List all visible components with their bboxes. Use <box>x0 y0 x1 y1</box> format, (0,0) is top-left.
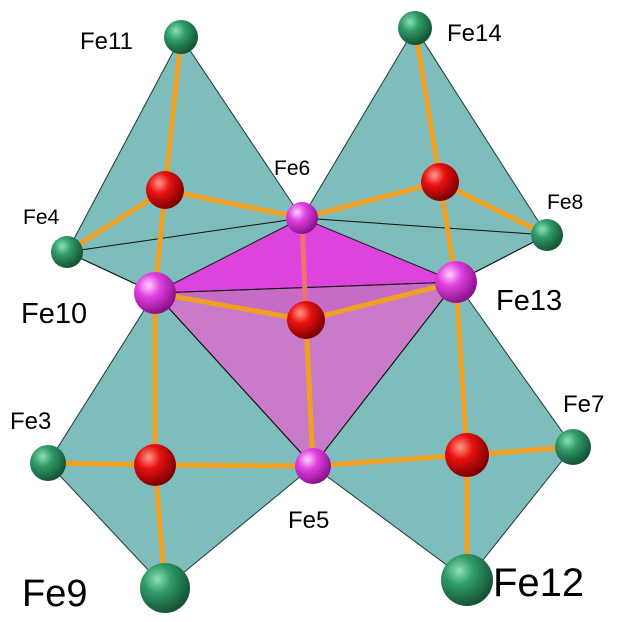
bond <box>453 279 470 458</box>
fe6-atom <box>286 202 318 234</box>
label-fe13: Fe13 <box>496 285 562 317</box>
bond <box>162 34 184 193</box>
bond <box>299 179 443 221</box>
bond <box>152 290 309 323</box>
oxygen-atom <box>146 171 184 209</box>
label-fe3: Fe3 <box>10 408 51 435</box>
bond <box>310 452 470 469</box>
oxygen-atom <box>287 301 325 339</box>
label-fe4: Fe4 <box>23 206 60 229</box>
oxygen-atom <box>445 433 489 477</box>
fe12-atom <box>441 554 493 606</box>
label-fe6: Fe6 <box>274 157 310 180</box>
bond <box>303 279 459 323</box>
label-fe9: Fe9 <box>22 573 87 615</box>
fe5-atom <box>295 448 331 484</box>
label-fe14: Fe14 <box>447 20 502 47</box>
bond <box>437 179 550 238</box>
magenta-iron-atoms <box>134 202 477 484</box>
bond <box>162 187 305 221</box>
bond <box>303 317 316 469</box>
fe8-atom <box>531 219 563 251</box>
fe11-atom <box>164 20 198 54</box>
bond <box>64 187 168 255</box>
edge <box>154 292 314 467</box>
bond <box>412 25 443 185</box>
fe7-atom <box>555 429 591 465</box>
label-fe8: Fe8 <box>547 191 583 214</box>
fe13-atom <box>435 261 477 303</box>
oxygen-atom <box>421 163 459 201</box>
tetrahedra <box>47 27 574 589</box>
oxygen-atoms <box>134 163 489 486</box>
fe10-atom <box>134 272 176 314</box>
green-iron-atoms <box>30 11 591 613</box>
label-fe12: Fe12 <box>493 561 584 605</box>
bond <box>152 462 316 469</box>
fe3-atom <box>30 445 66 481</box>
oxygen-atom <box>134 444 176 486</box>
edge <box>301 217 548 236</box>
label-fe11: Fe11 <box>80 28 133 55</box>
fe9-atom <box>140 563 190 613</box>
fe4-atom <box>51 236 83 268</box>
label-fe5: Fe5 <box>288 507 329 534</box>
label-fe7: Fe7 <box>563 391 604 418</box>
label-fe10: Fe10 <box>21 298 87 330</box>
edge <box>66 217 303 253</box>
atom-labels: Fe11 Fe14 Fe6 Fe4 Fe8 Fe10 Fe13 Fe3 Fe7 … <box>10 20 604 615</box>
fe14-atom <box>398 11 432 45</box>
edge <box>312 281 457 467</box>
